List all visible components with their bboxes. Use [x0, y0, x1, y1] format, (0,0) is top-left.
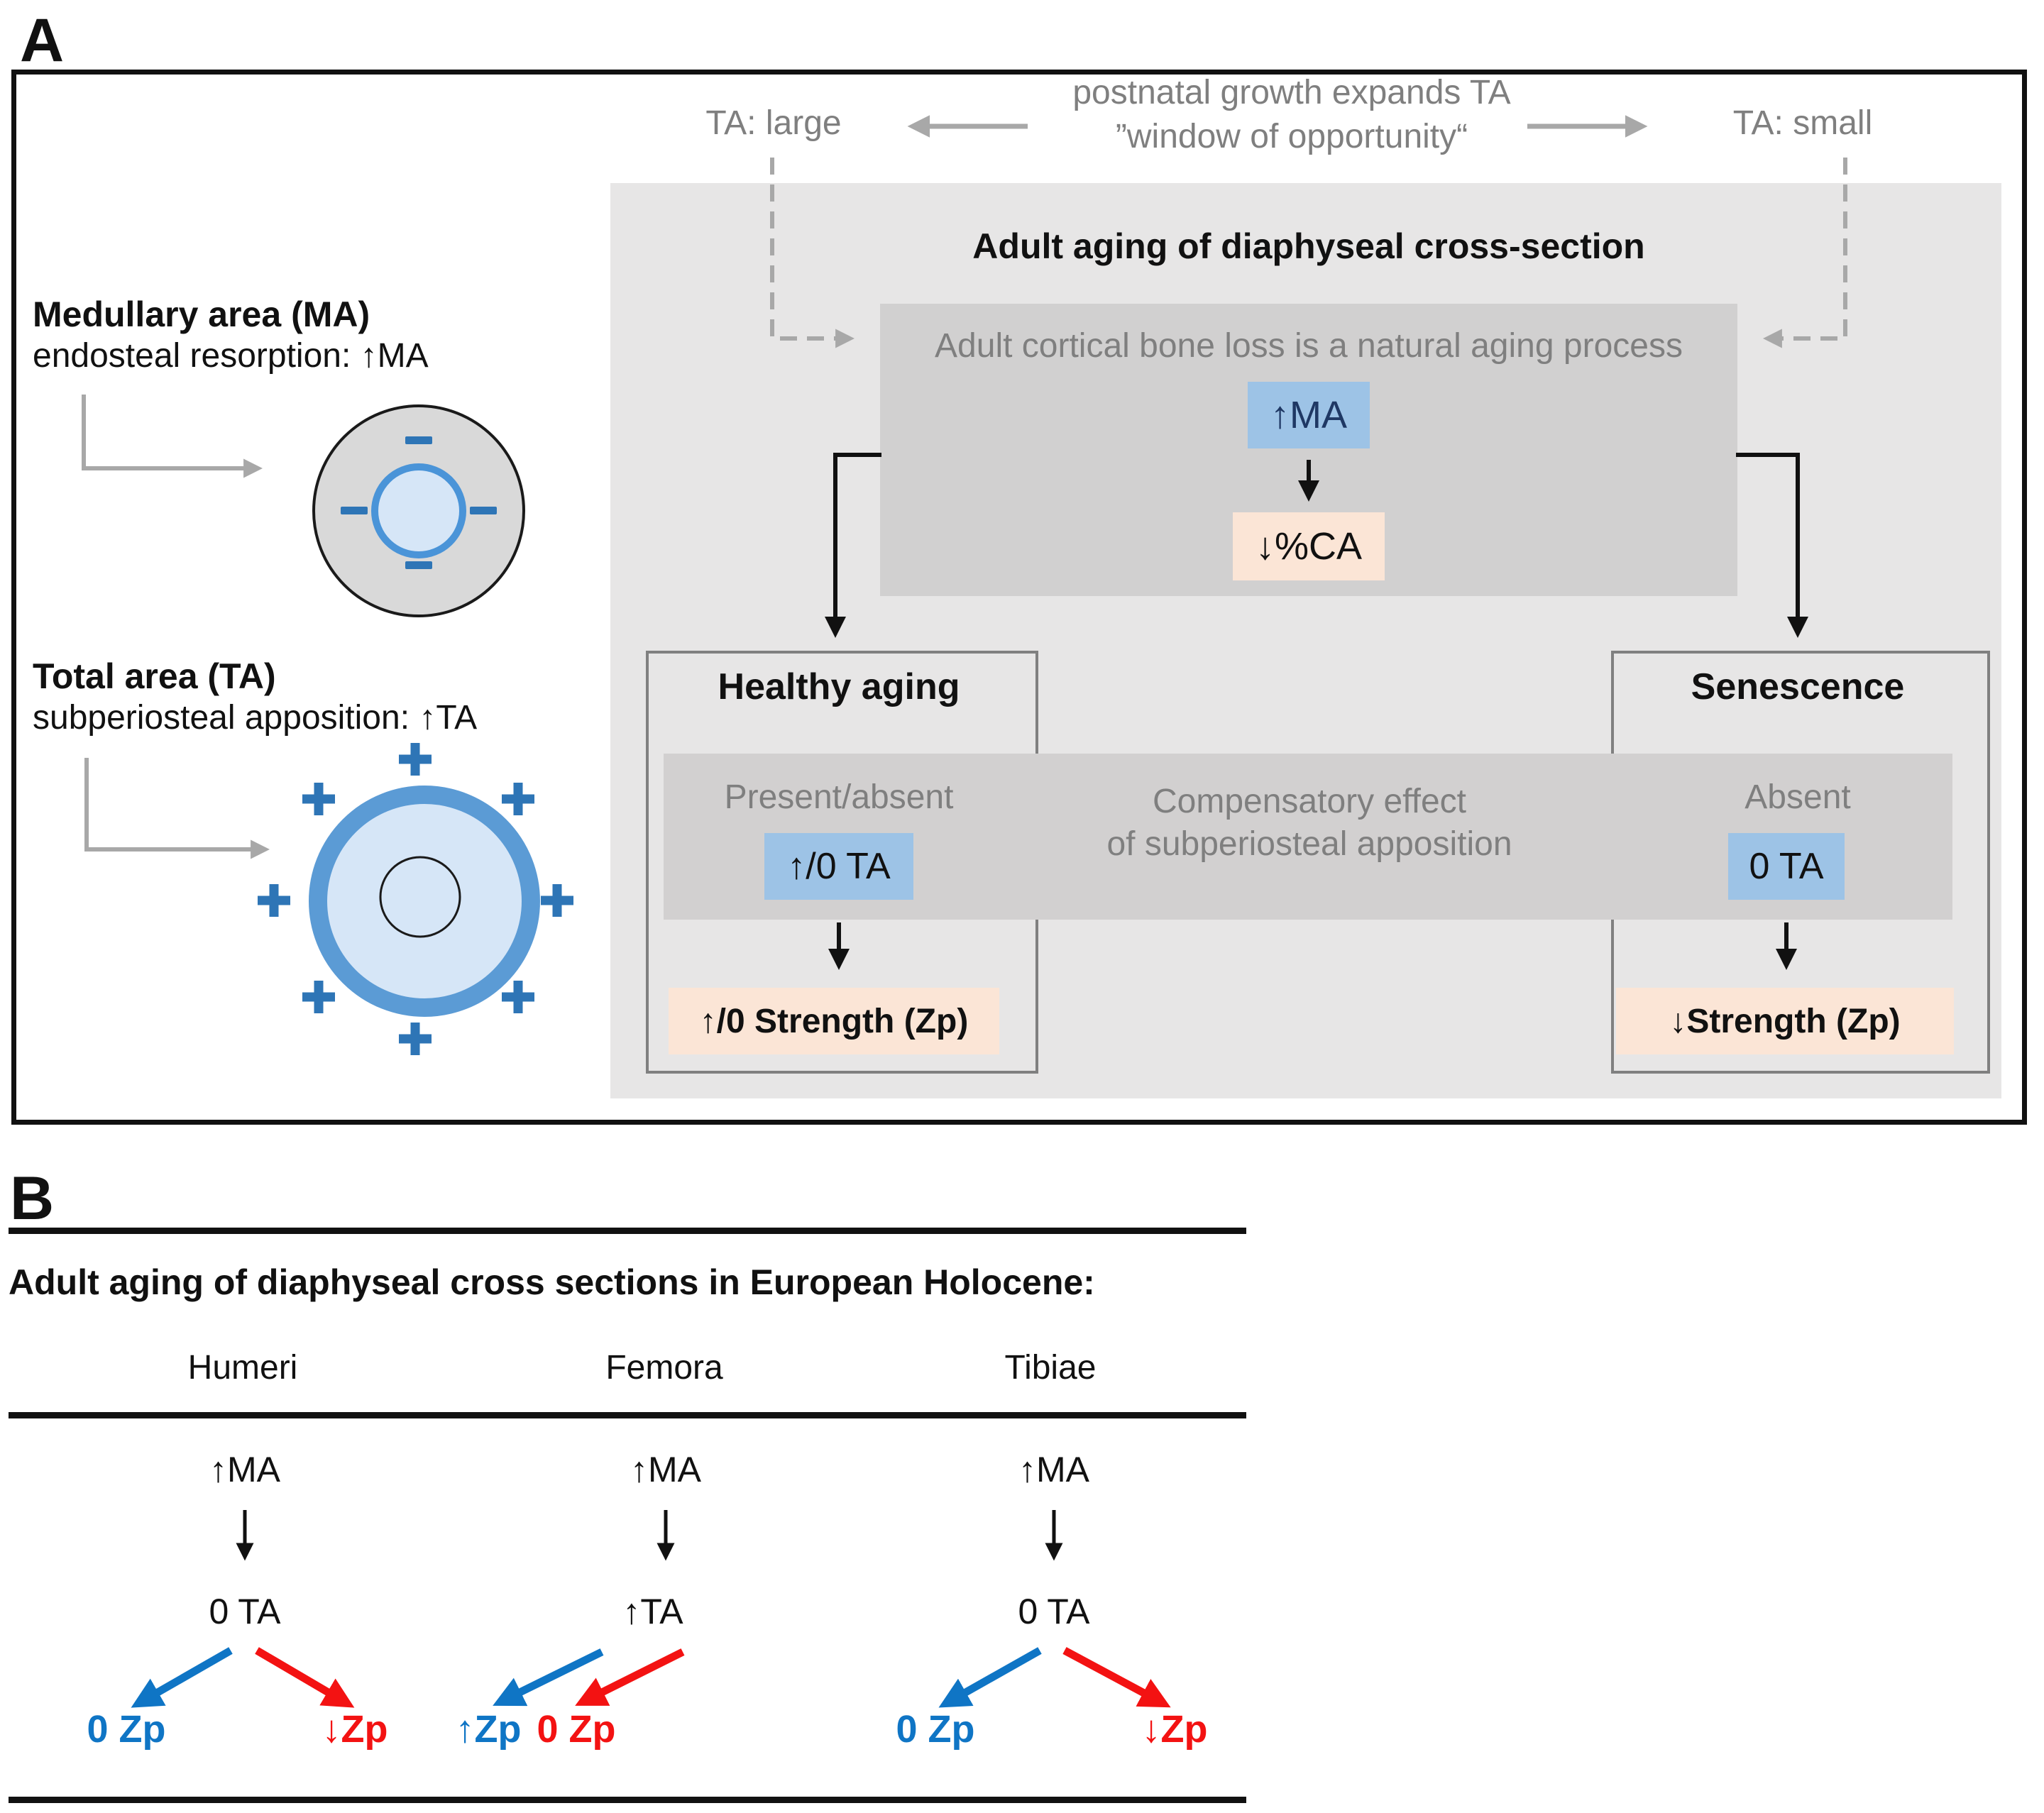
femora-ma-node: ↑MA [630, 1450, 701, 1489]
panel-b-header-divider [9, 1412, 1246, 1418]
panel-b-label: B [10, 1164, 55, 1233]
healthy-aging-title: Healthy aging [718, 666, 960, 707]
panel-b-top-divider [9, 1228, 1246, 1234]
medullary-title: Medullary area (MA) [33, 294, 370, 334]
ma-increase-chip: ↑MA [1248, 382, 1370, 448]
column-header-femora: Femora [605, 1349, 723, 1387]
senescence-title: Senescence [1691, 666, 1905, 707]
tibiae-zp-decline: ↓Zp [1141, 1708, 1208, 1751]
healthy-ta-chip: ↑/0 TA [764, 833, 913, 900]
medullary-subtitle: endosteal resorption: ↑MA [33, 337, 429, 375]
tibiae-ma-node: ↑MA [1018, 1450, 1089, 1489]
compensatory-line2: of subperiosteal apposition [1106, 825, 1512, 863]
tibiae-ta-node: 0 TA [1018, 1592, 1090, 1631]
tibiae-red-outcome-arrow-icon [1062, 1647, 1171, 1708]
humeri-blue-outcome-arrow-icon [131, 1647, 233, 1708]
humeri-ta-node: 0 TA [209, 1592, 281, 1631]
femora-blue-outcome-arrow-icon [493, 1648, 604, 1707]
ca-decrease-chip: ↓%CA [1233, 512, 1385, 580]
tibiae-zp-stable: 0 Zp [896, 1708, 975, 1751]
senescence-status: Absent [1744, 778, 1851, 816]
column-header-humeri: Humeri [187, 1349, 298, 1387]
total-area-subtitle: subperiosteal apposition: ↑TA [33, 699, 478, 737]
column-header-tibiae: Tibiae [1004, 1349, 1097, 1387]
growth-note-line2: ”window of opportunity“ [1115, 118, 1468, 155]
compensatory-band-text: Compensatory effect of subperiosteal app… [1106, 781, 1512, 866]
humeri-zp-stable: 0 Zp [87, 1708, 166, 1751]
femora-ta-node: ↑TA [622, 1592, 683, 1631]
cortical-note: Adult cortical bone loss is a natural ag… [935, 327, 1683, 365]
ta-large-label: TA: large [705, 104, 842, 142]
panel-a-label: A [20, 6, 65, 75]
panel-b-title: Adult aging of diaphyseal cross sections… [9, 1262, 1095, 1302]
growth-note: postnatal growth expands TA ”window of o… [1072, 71, 1510, 159]
growth-note-line1: postnatal growth expands TA [1072, 74, 1511, 111]
compensatory-line1: Compensatory effect [1152, 783, 1466, 820]
senescence-ta-chip: 0 TA [1728, 833, 1845, 900]
femora-zp-increase: ↑Zp [455, 1708, 522, 1751]
ta-small-label: TA: small [1732, 104, 1873, 142]
femora-red-outcome-arrow-icon [575, 1648, 685, 1706]
total-area-title: Total area (TA) [33, 656, 276, 696]
femora-zp-stable: 0 Zp [537, 1708, 616, 1751]
healthy-strength-chip: ↑/0 Strength (Zp) [669, 988, 999, 1054]
humeri-ma-node: ↑MA [209, 1450, 280, 1489]
humeri-zp-decline: ↓Zp [322, 1708, 388, 1751]
humeri-red-outcome-arrow-icon [255, 1647, 355, 1708]
healthy-status: Present/absent [724, 778, 954, 816]
section-title: Adult aging of diaphyseal cross-section [972, 226, 1645, 266]
panel-b-bottom-divider [9, 1797, 1246, 1803]
senescence-strength-chip: ↓Strength (Zp) [1616, 988, 1954, 1054]
tibiae-blue-outcome-arrow-icon [938, 1647, 1042, 1708]
